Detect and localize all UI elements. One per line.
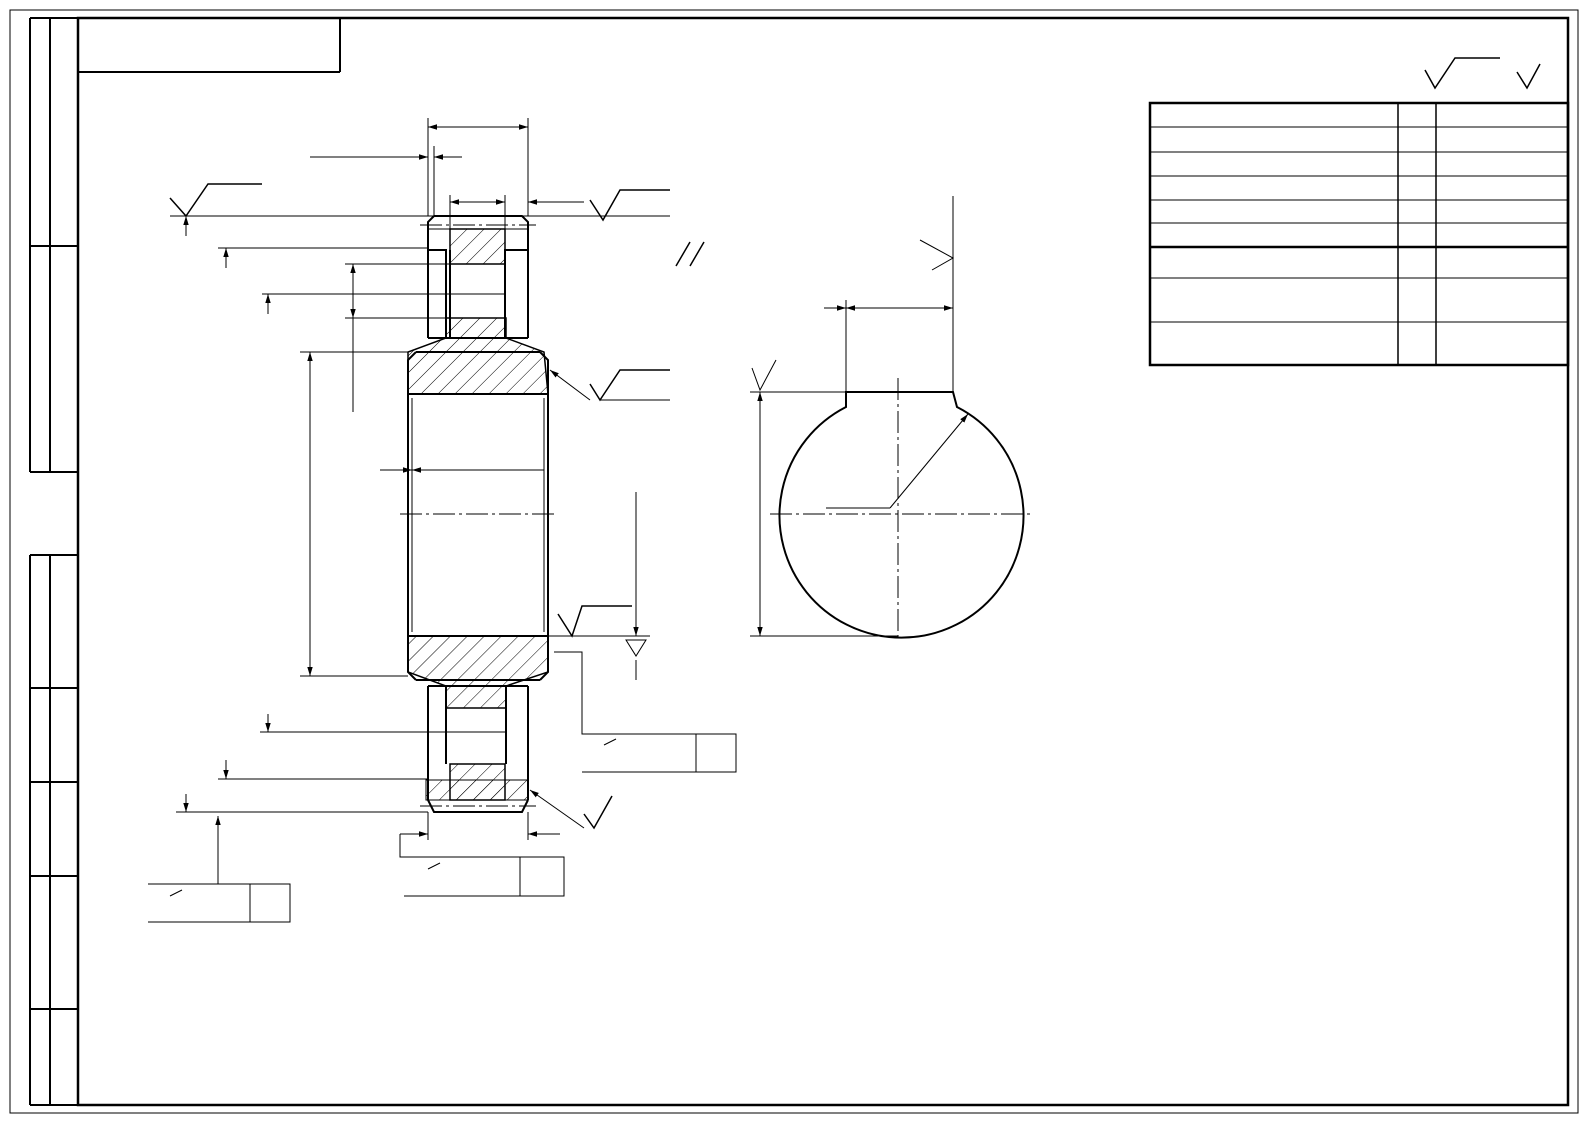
- keyway-centre-lines: [770, 378, 1030, 640]
- left-binding-strip: [29, 17, 78, 1106]
- datum-base-symbol: [548, 492, 650, 680]
- gear-section-view: [148, 118, 737, 923]
- bore-with-keyway-outline: [778, 391, 1025, 639]
- tolerance-frame-face: [399, 834, 565, 897]
- tolerance-frame-runout: [554, 651, 737, 773]
- roughness-symbols: [169, 183, 670, 830]
- hub-outline: [407, 351, 417, 681]
- dimension-lines: [170, 118, 670, 840]
- top-left-designation-box: [78, 18, 341, 73]
- general-roughness-symbols: [1424, 57, 1541, 90]
- keyway-dimensions: [750, 196, 969, 637]
- centre-lines: [400, 224, 556, 807]
- parallelism-symbol: [675, 241, 705, 267]
- gear-parameters-table: [1148, 101, 1570, 367]
- sheet-frame: [9, 9, 1579, 1114]
- shaft-keyway-section-view: [750, 196, 1030, 640]
- tolerance-frame-tip: [148, 816, 291, 923]
